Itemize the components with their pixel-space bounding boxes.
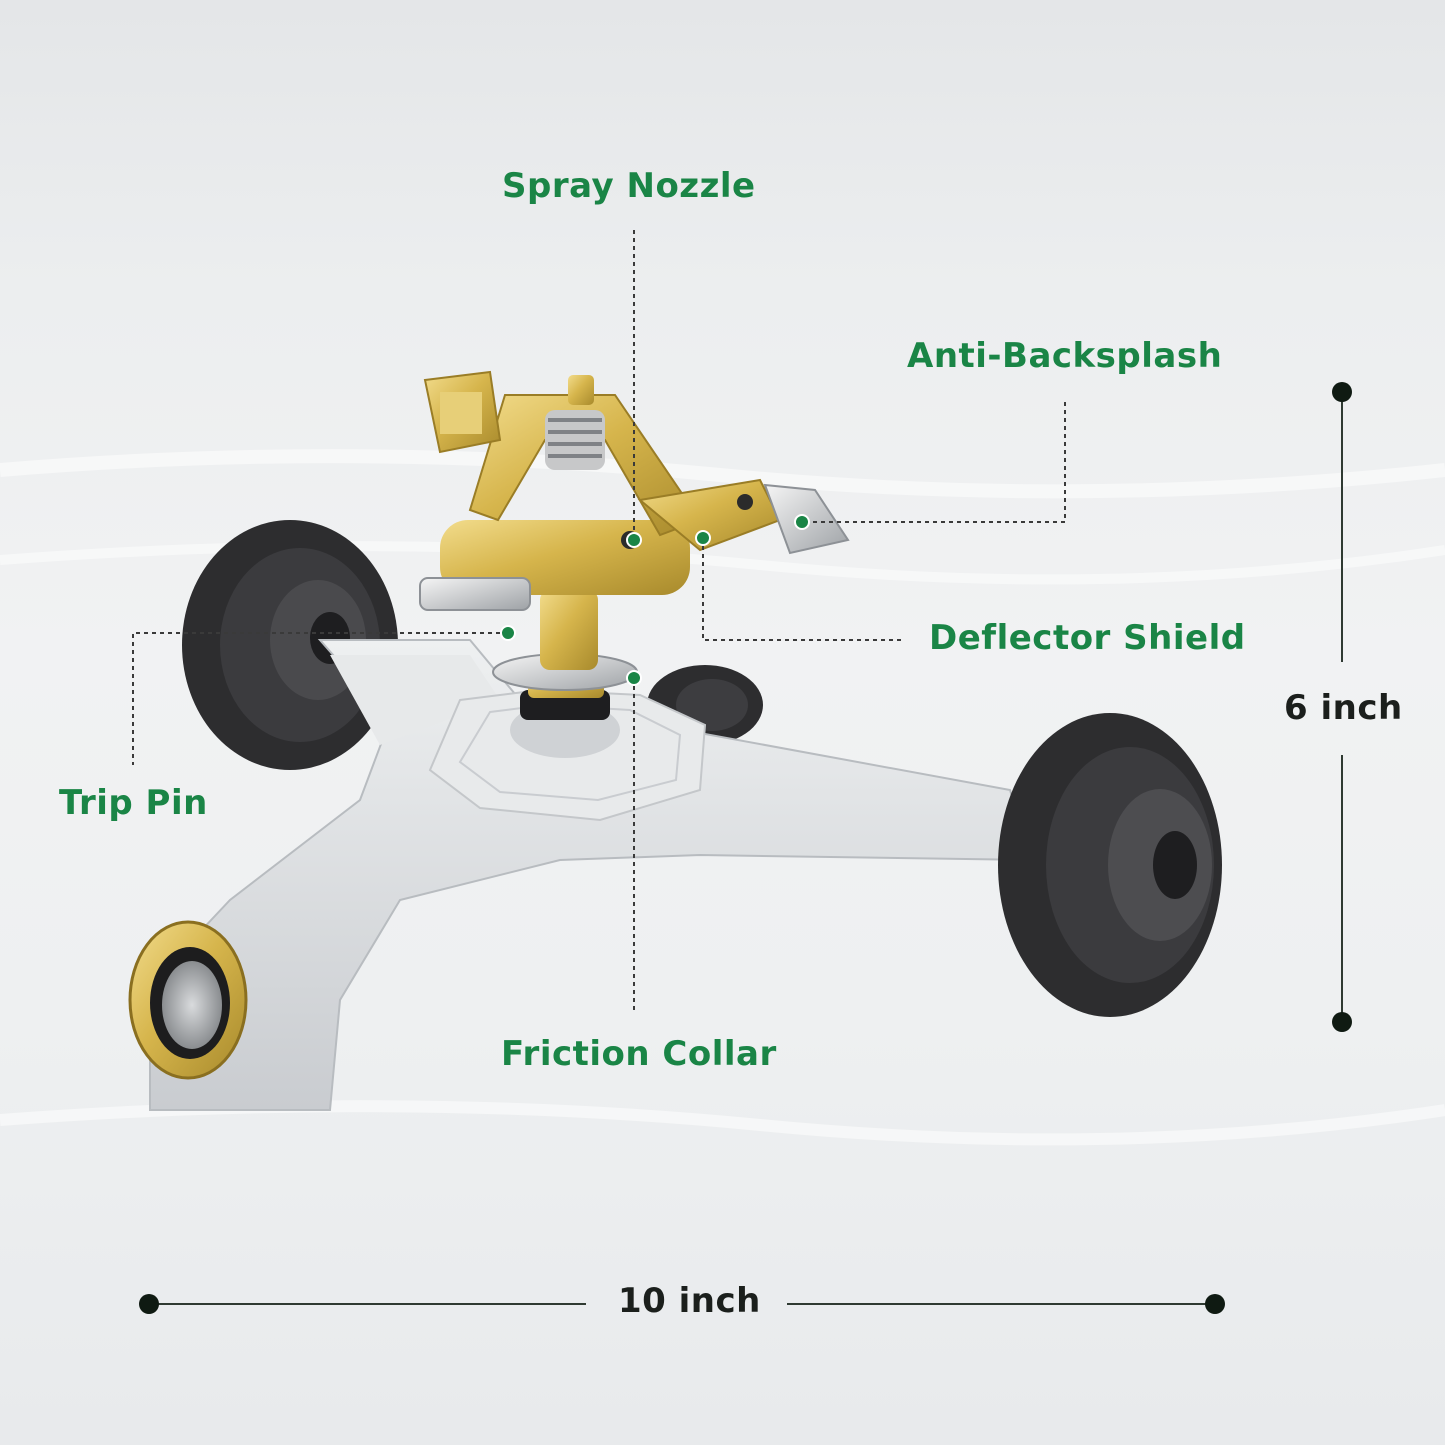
friction-collar-label: Friction Collar [501,1034,777,1074]
spray-nozzle-dot [626,532,642,548]
width-dot-left [139,1294,159,1314]
anti-backsplash-dot [794,514,810,530]
width-dimension [139,1294,1225,1314]
trip-pin-dot [500,625,516,641]
hose-connector [128,920,248,1080]
deflector-shield-line [702,538,905,641]
back-left-wheel [182,520,398,770]
height-dimension [1332,382,1352,1032]
callout-lines [132,230,1066,1010]
width-dimension-label: 10 inch [618,1281,761,1321]
anti-backsplash-line [802,402,1066,523]
trip-pin-label: Trip Pin [59,783,208,823]
spray-nozzle-label: Spray Nozzle [502,166,756,206]
callout-dots [500,514,810,686]
anti-backsplash-label: Anti-Backsplash [907,336,1223,376]
deflector-shield-dot [695,530,711,546]
width-dot-right [1205,1294,1225,1314]
friction-collar-dot [626,670,642,686]
deflector-shield-label: Deflector Shield [929,618,1246,658]
height-dot-top [1332,382,1352,402]
height-dimension-label: 6 inch [1284,688,1403,728]
front-right-wheel [998,713,1222,1017]
height-dot-bottom [1332,1012,1352,1032]
